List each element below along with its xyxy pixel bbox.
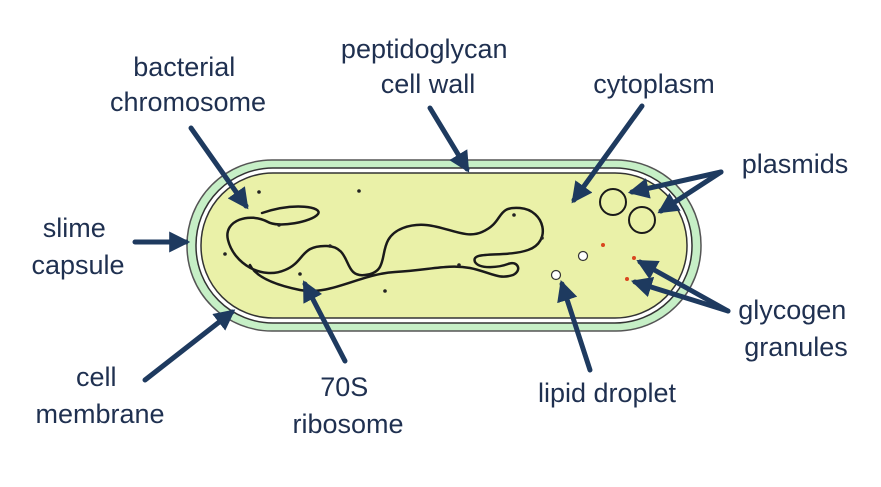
- ribosome-dot: [328, 244, 332, 248]
- label-line: slime: [43, 213, 106, 243]
- ribosome-dot: [298, 272, 302, 276]
- label-plasmids: plasmids: [742, 149, 849, 179]
- label-line: bacterial: [133, 52, 235, 82]
- arrow-glycogen-2: [630, 276, 731, 314]
- label-line: chromosome: [110, 87, 266, 117]
- label-line: cell wall: [381, 69, 476, 99]
- label-line: cytoplasm: [593, 69, 715, 99]
- label-cell-membrane: cell membrane: [35, 362, 164, 429]
- arrow-cell-wall: [427, 105, 470, 173]
- lipid-droplet: [550, 269, 562, 281]
- arrow-glycogen-1: [636, 259, 731, 314]
- arrow-cell-membrane: [142, 309, 236, 383]
- arrow-plasmid-2: [657, 169, 724, 214]
- ribosome-dot: [383, 289, 387, 293]
- lipid-droplet: [577, 250, 589, 262]
- glycogen-granule: [632, 256, 636, 260]
- label-line: glycogen: [738, 295, 846, 325]
- cytoplasm-region: [200, 172, 688, 319]
- arrow-lipid-droplet: [557, 280, 593, 373]
- glycogen-granules: [601, 243, 636, 281]
- label-line: cell: [76, 362, 117, 392]
- ribosome-dot: [257, 190, 261, 194]
- arrow-70s-ribosome: [302, 280, 348, 364]
- chromosome-strand: [226, 205, 544, 293]
- label-bacterial-chromosome: bacterial chromosome: [110, 52, 266, 117]
- label-peptidoglycan-cell-wall: peptidoglycan cell wall: [341, 34, 515, 99]
- ribosome-dot: [512, 213, 516, 217]
- label-70s-ribosome: 70S ribosome: [292, 372, 403, 439]
- label-line: 70S: [320, 372, 368, 402]
- glycogen-granule: [601, 243, 605, 247]
- label-slime-capsule: slime capsule: [31, 213, 124, 280]
- ribosome-dot: [457, 263, 461, 267]
- plasmid: [628, 206, 656, 234]
- label-line: plasmids: [742, 149, 849, 179]
- arrow-cytoplasm: [571, 103, 645, 204]
- ribosome-dot: [540, 236, 544, 240]
- ribosome-dot: [357, 189, 361, 193]
- label-line: lipid droplet: [538, 378, 677, 408]
- ribosome-dot: [277, 223, 281, 227]
- label-line: membrane: [35, 399, 164, 429]
- ribosome-dot: [223, 252, 227, 256]
- label-line: granules: [744, 332, 848, 362]
- label-glycogen-granules: glycogen granules: [738, 295, 854, 362]
- glycogen-granule: [625, 277, 629, 281]
- ribosome-dots: [223, 189, 544, 293]
- arrow-bacterial-chromosome: [188, 125, 249, 210]
- arrow-plasmid-1: [627, 169, 724, 199]
- label-lipid-droplet: lipid droplet: [538, 378, 677, 408]
- label-line: ribosome: [292, 409, 403, 439]
- label-line: peptidoglycan: [341, 34, 508, 64]
- plasmid: [599, 188, 627, 216]
- label-line: capsule: [31, 250, 124, 280]
- label-cytoplasm: cytoplasm: [593, 69, 715, 99]
